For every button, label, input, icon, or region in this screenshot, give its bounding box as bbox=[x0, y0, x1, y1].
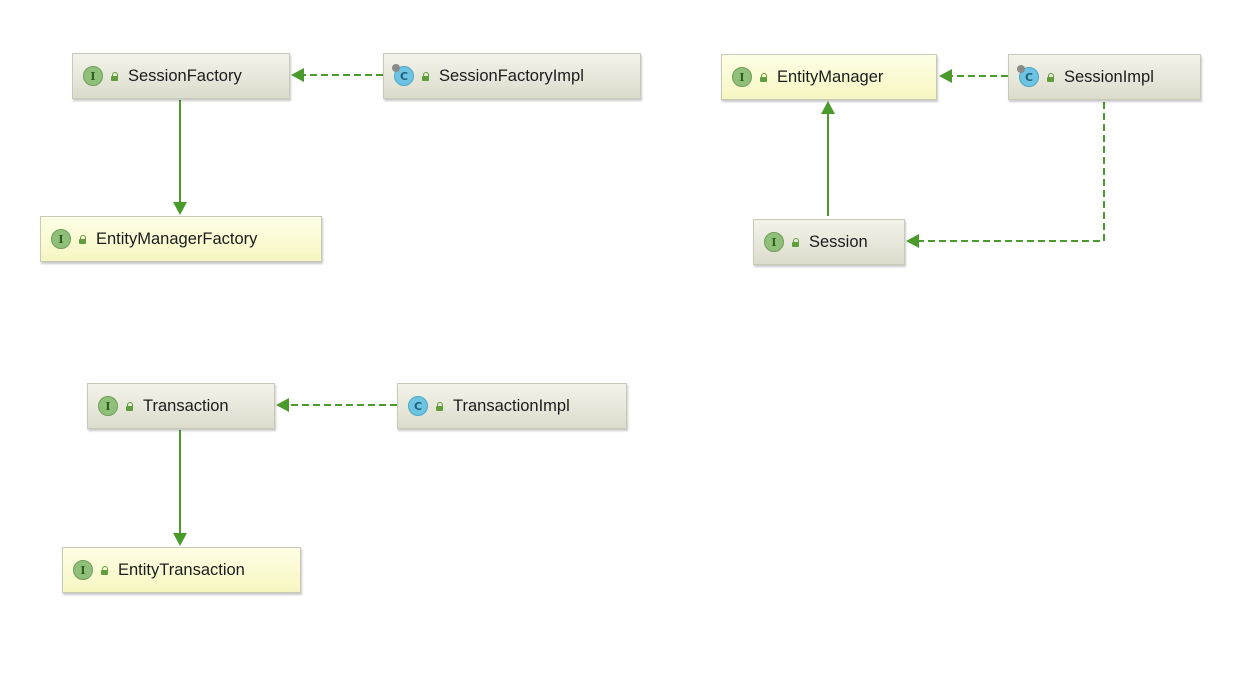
edge-sessionimpl-session bbox=[906, 102, 1105, 248]
public-access-icon bbox=[79, 234, 88, 244]
node-session[interactable]: I Session bbox=[753, 219, 905, 265]
class-icon: C bbox=[408, 396, 428, 416]
node-label: Session bbox=[809, 232, 868, 251]
node-sessionfactoryimpl[interactable]: C SessionFactoryImpl bbox=[383, 53, 641, 99]
node-label: EntityTransaction bbox=[118, 560, 245, 579]
interface-icon: I bbox=[732, 67, 752, 87]
public-access-icon bbox=[101, 565, 110, 575]
node-entitymanagerfactory[interactable]: I EntityManagerFactory bbox=[40, 216, 322, 262]
public-access-icon bbox=[126, 401, 135, 411]
node-transactionimpl[interactable]: C TransactionImpl bbox=[397, 383, 627, 429]
node-label: SessionImpl bbox=[1064, 67, 1154, 86]
node-label: EntityManagerFactory bbox=[96, 229, 258, 248]
class-icon: C bbox=[392, 64, 414, 86]
node-label: SessionFactory bbox=[128, 66, 242, 85]
public-access-icon bbox=[422, 71, 431, 81]
interface-icon: I bbox=[83, 66, 103, 86]
public-access-icon bbox=[792, 237, 801, 247]
node-label: TransactionImpl bbox=[453, 396, 570, 415]
node-sessionimpl[interactable]: C SessionImpl bbox=[1008, 54, 1201, 100]
public-access-icon bbox=[111, 71, 120, 81]
interface-icon: I bbox=[764, 232, 784, 252]
node-transaction[interactable]: I Transaction bbox=[87, 383, 275, 429]
node-label: EntityManager bbox=[777, 67, 884, 86]
node-label: SessionFactoryImpl bbox=[439, 66, 584, 85]
interface-icon: I bbox=[98, 396, 118, 416]
interface-icon: I bbox=[51, 229, 71, 249]
node-sessionfactory[interactable]: I SessionFactory bbox=[72, 53, 290, 99]
node-entitymanager[interactable]: I EntityManager bbox=[721, 54, 937, 100]
public-access-icon bbox=[1047, 72, 1056, 82]
public-access-icon bbox=[436, 401, 445, 411]
interface-icon: I bbox=[73, 560, 93, 580]
node-label: Transaction bbox=[143, 396, 229, 415]
public-access-icon bbox=[760, 72, 769, 82]
class-icon: C bbox=[1017, 65, 1039, 87]
node-entitytransaction[interactable]: I EntityTransaction bbox=[62, 547, 301, 593]
